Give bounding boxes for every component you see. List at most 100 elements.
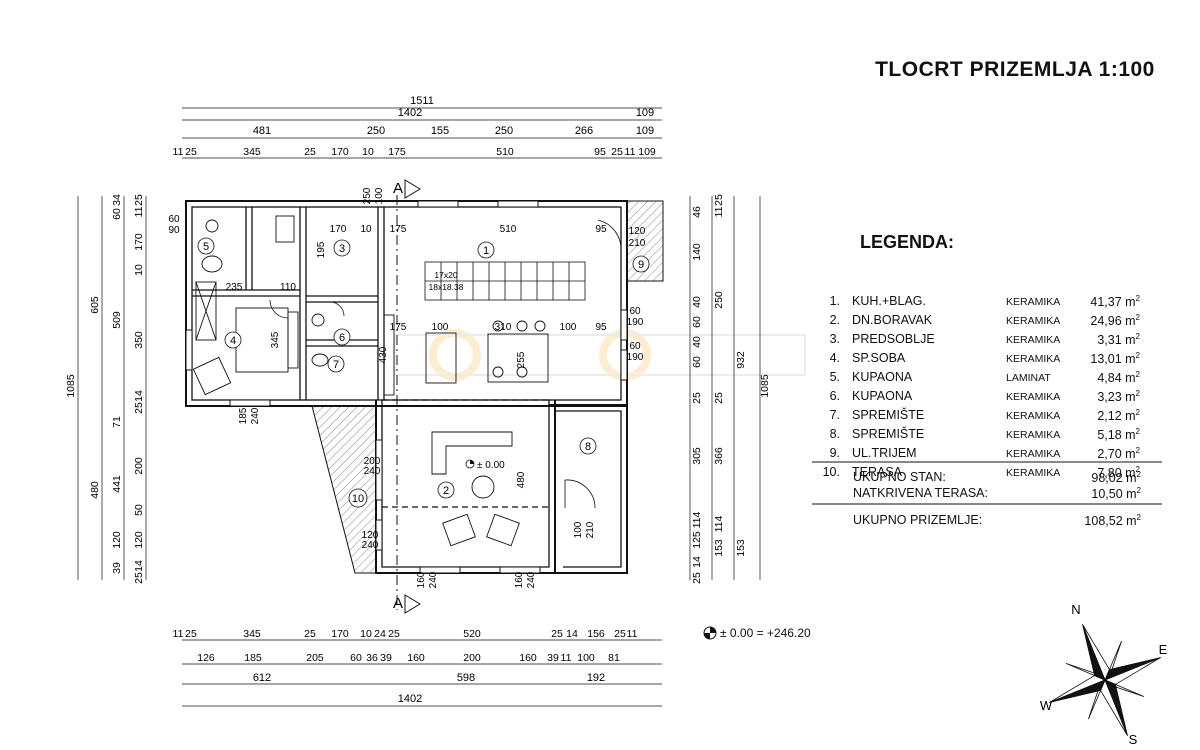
interior-dims: 170 10 175 510 95 195 175 100 310 100 95…	[168, 187, 645, 588]
dim-label: 155	[431, 125, 449, 137]
furniture	[192, 215, 549, 547]
dim-label: 140	[691, 243, 703, 261]
legend-name: DN.BORAVAK	[852, 313, 933, 327]
stair-label: 17x20	[434, 270, 457, 280]
elevation-note: ± 0.00 = +246.20	[720, 626, 811, 640]
dim-label: 120	[111, 531, 123, 549]
left-dims: 1085 605 480 60 34 509 71 441 120 39 25 …	[65, 194, 145, 584]
section-mark: A	[393, 180, 403, 197]
dim-label: 95	[595, 322, 607, 333]
legend-material: KERAMIKA	[1006, 296, 1061, 308]
dim-label: 153	[713, 539, 725, 557]
unit-sup: 2	[1136, 470, 1141, 479]
unit-sup: 2	[1135, 370, 1140, 379]
dim-label: 39	[380, 652, 392, 664]
dim-label: 25	[388, 628, 400, 640]
dim-label: 14	[691, 556, 703, 568]
dim-label: 10	[360, 224, 372, 235]
legend-area: 4,84 m2	[1082, 370, 1140, 385]
unit-sup: 2	[1136, 513, 1141, 522]
unit-sup: 2	[1135, 313, 1140, 322]
dim-label: 240	[364, 466, 381, 477]
right-dims: 1085 932 153 25 11 250 25 366 114 153 46…	[691, 194, 771, 584]
dim-label: 310	[495, 322, 512, 333]
compass-letters: N E S W	[1040, 602, 1168, 747]
dim-label: 11	[627, 628, 638, 640]
floor-level-text: ± 0.00	[477, 460, 505, 471]
dim-label: 60	[350, 652, 362, 664]
dim-label: 40	[691, 336, 703, 348]
unit-sup: 2	[1135, 408, 1140, 417]
dim-label: 81	[608, 652, 620, 664]
dim-label: 60	[111, 208, 123, 220]
dim-label: 109	[636, 125, 654, 137]
legend-num: 7.	[829, 408, 840, 422]
area-value: 41,37 m	[1090, 295, 1136, 310]
legend-area: 13,01 m2	[1082, 351, 1140, 366]
dim-label: 120	[133, 531, 145, 549]
total-number: 98,02 m	[1091, 471, 1137, 486]
dim-label: 100	[577, 652, 595, 664]
legend-area: 7,80 m2	[1082, 465, 1140, 480]
dim-label: 40	[691, 296, 703, 308]
dim-label: 170	[133, 233, 145, 251]
dim-label: 11	[713, 206, 725, 217]
dim-label: 25	[713, 194, 725, 206]
dim-label: 266	[575, 125, 593, 137]
room-number: 2	[443, 485, 449, 497]
dim-label: 120	[362, 530, 379, 541]
unit-sup: 2	[1135, 351, 1140, 360]
area-value: 4,84 m	[1097, 371, 1136, 386]
room-number: 9	[638, 259, 644, 271]
dim-label: 100	[374, 187, 385, 204]
legend-material: KERAMIKA	[1006, 353, 1061, 365]
dim-label: 510	[500, 224, 517, 235]
dim-label: 345	[243, 146, 261, 158]
legend-material: KERAMIKA	[1006, 334, 1061, 346]
dim-label: 509	[111, 311, 123, 329]
dim-label: 200	[463, 652, 481, 664]
legend-num: 6.	[829, 389, 840, 403]
dim-label: 125	[691, 531, 703, 549]
dim-label: 25	[614, 628, 626, 640]
dim-label: 250	[495, 125, 513, 137]
stairs	[424, 261, 586, 301]
dim-label: 71	[111, 416, 123, 428]
dim-label: 25	[304, 146, 316, 158]
dim-label: 605	[89, 296, 101, 314]
dim-label: 481	[253, 125, 271, 137]
room-number: 5	[203, 241, 209, 253]
unit-sup: 2	[1135, 446, 1140, 455]
dim-label: 210	[585, 521, 596, 538]
top-dim-row2: 1402 109	[398, 107, 654, 119]
dim-label: 430	[378, 346, 389, 363]
dim-label: 190	[627, 352, 644, 363]
total-label: NATKRIVENA TERASA:	[853, 486, 988, 500]
dim-label: 192	[587, 672, 605, 684]
area-value: 2,12 m	[1097, 409, 1136, 424]
legend-area: 2,12 m2	[1082, 408, 1140, 423]
room-number: 6	[339, 332, 345, 344]
dim-label: 90	[168, 225, 180, 236]
area-value: 24,96 m	[1090, 314, 1136, 329]
dim-label: 46	[691, 206, 703, 218]
dim-label: 126	[197, 652, 215, 664]
compass-letter: E	[1159, 642, 1168, 657]
area-value: 7,80 m	[1097, 466, 1136, 481]
room-number: 7	[333, 359, 339, 371]
legend-area: 5,18 m2	[1082, 427, 1140, 442]
legend-name: TERASA	[852, 465, 903, 479]
compass-letter: S	[1129, 732, 1138, 747]
dim-label: 240	[428, 571, 439, 588]
dim-label: 345	[270, 331, 281, 348]
dim-label: 60	[629, 306, 641, 317]
dim-label: 480	[89, 481, 101, 499]
dim-label: 1511	[410, 95, 434, 107]
total-value: 108,52 m2	[1083, 513, 1141, 528]
legend-name: KUH.+BLAG.	[852, 294, 926, 308]
legend-num: 8.	[829, 427, 840, 441]
